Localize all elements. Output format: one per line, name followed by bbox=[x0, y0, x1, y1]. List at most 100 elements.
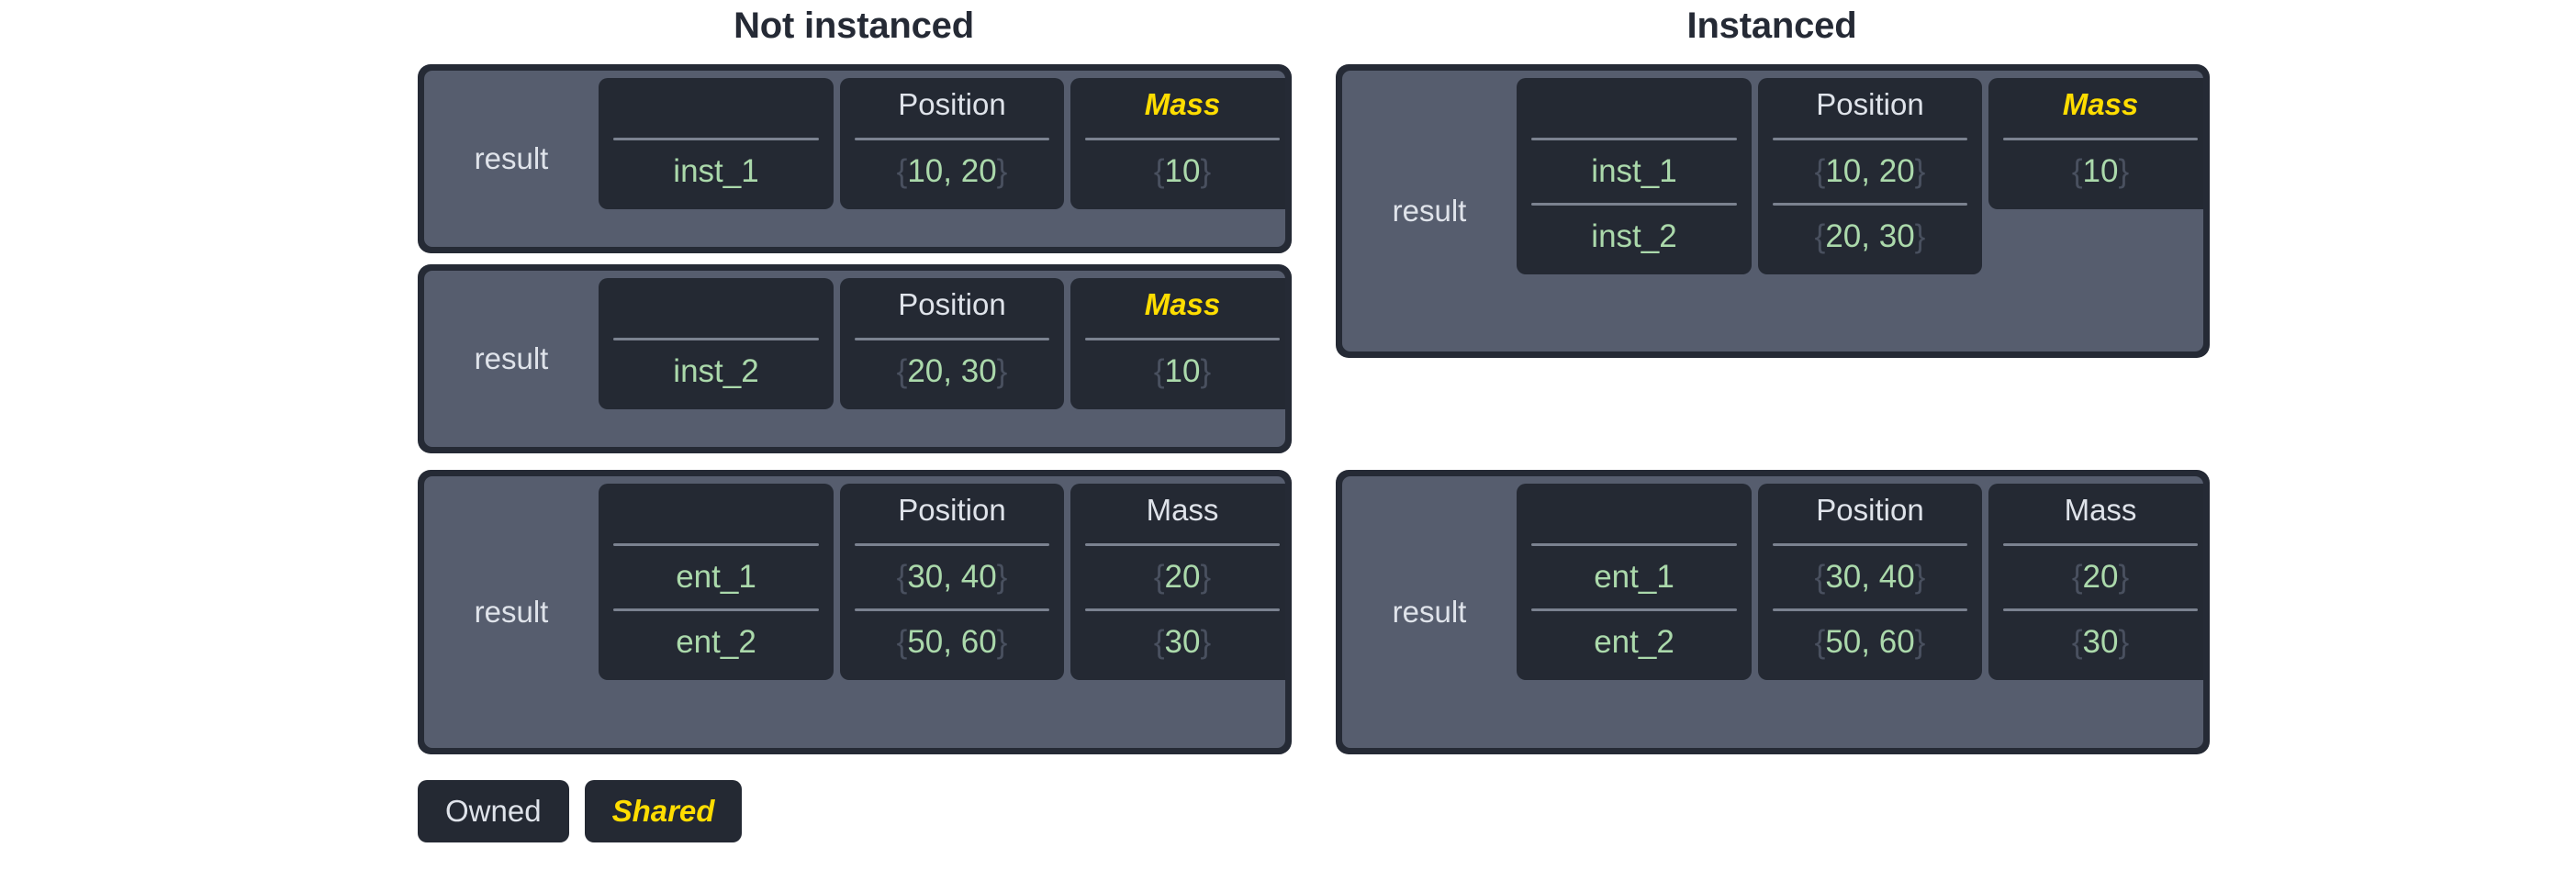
result-label: result bbox=[474, 595, 549, 629]
column-position: Position {20, 30} bbox=[840, 278, 1064, 409]
column-title-instanced: Instanced bbox=[1686, 6, 1857, 46]
cell-mass: {30} bbox=[1153, 624, 1212, 660]
legend: Owned Shared bbox=[418, 780, 743, 842]
cell-mass: {10} bbox=[2071, 153, 2130, 189]
column-title-not-instanced: Not instanced bbox=[734, 6, 974, 46]
header-rule bbox=[2003, 543, 2198, 546]
header-rule bbox=[855, 338, 1049, 340]
cell-mass: {10} bbox=[1153, 153, 1212, 189]
table-not-instanced-1: result inst_1 Position {10, 20} Mass {10… bbox=[418, 64, 1292, 253]
column-header-mass: Mass bbox=[1146, 493, 1219, 527]
table-columns: ent_1 ent_2 Position {30, 40} {50, 60} M… bbox=[1517, 476, 2203, 748]
header-rule bbox=[613, 543, 819, 546]
table-panel: result inst_1 inst_2 Position {10, 20} {… bbox=[1342, 71, 2203, 351]
column-header-name bbox=[611, 484, 821, 537]
cell-position: {30, 40} bbox=[896, 559, 1008, 595]
cell-name: inst_1 bbox=[673, 153, 759, 189]
column-mass-shared: Mass {10} bbox=[1988, 78, 2203, 209]
table-panel: result inst_1 Position {10, 20} Mass {10… bbox=[424, 71, 1285, 247]
table-columns: inst_1 inst_2 Position {10, 20} {20, 30}… bbox=[1517, 71, 2203, 351]
table-panel: result ent_1 ent_2 Position {30, 40} {50… bbox=[424, 476, 1285, 748]
cell-name: inst_2 bbox=[673, 353, 759, 389]
table-columns: ent_1 ent_2 Position {30, 40} {50, 60} M… bbox=[599, 476, 1285, 748]
cell-position: {20, 30} bbox=[1814, 218, 1926, 254]
result-label: result bbox=[1392, 194, 1467, 228]
column-mass: Mass {20} {30} bbox=[1070, 484, 1285, 680]
cell-mass: {30} bbox=[2071, 624, 2130, 660]
result-label: result bbox=[474, 341, 549, 375]
header-rule bbox=[1773, 543, 1967, 546]
column-mass: Mass {20} {30} bbox=[1988, 484, 2203, 680]
column-position: Position {30, 40} {50, 60} bbox=[1758, 484, 1982, 680]
column-header-name bbox=[611, 78, 821, 131]
column-name: inst_1 inst_2 bbox=[1517, 78, 1752, 274]
column-header-position: Position bbox=[898, 87, 1006, 121]
column-header-position: Position bbox=[898, 493, 1006, 527]
legend-item-shared: Shared bbox=[584, 780, 743, 842]
header-rule bbox=[1085, 338, 1280, 340]
column-name: ent_1 ent_2 bbox=[1517, 484, 1752, 680]
column-header-position: Position bbox=[1816, 493, 1924, 527]
table-columns: inst_2 Position {20, 30} Mass {10} bbox=[599, 271, 1285, 447]
column-header-position: Position bbox=[1816, 87, 1924, 121]
table-not-instanced-3: result ent_1 ent_2 Position {30, 40} {50… bbox=[418, 470, 1292, 754]
header-rule bbox=[1773, 138, 1967, 140]
table-panel: result inst_2 Position {20, 30} Mass {10… bbox=[424, 271, 1285, 447]
header-rule bbox=[1531, 543, 1737, 546]
row-rule bbox=[2003, 608, 2198, 611]
header-rule bbox=[1531, 138, 1737, 140]
column-position: Position {10, 20} bbox=[840, 78, 1064, 209]
table-instanced-1: result inst_1 inst_2 Position {10, 20} {… bbox=[1336, 64, 2210, 358]
cell-mass: {20} bbox=[1153, 559, 1212, 595]
header-rule bbox=[1085, 543, 1280, 546]
cell-position: {30, 40} bbox=[1814, 559, 1926, 595]
column-header-mass: Mass bbox=[2064, 493, 2137, 527]
header-rule bbox=[855, 138, 1049, 140]
row-rule bbox=[613, 608, 819, 611]
column-name: ent_1 ent_2 bbox=[599, 484, 834, 680]
header-rule bbox=[855, 543, 1049, 546]
cell-position: {10, 20} bbox=[896, 153, 1008, 189]
header-rule bbox=[613, 138, 819, 140]
column-header-name bbox=[611, 278, 821, 331]
cell-mass: {10} bbox=[1153, 353, 1212, 389]
cell-position: {10, 20} bbox=[1814, 153, 1926, 189]
cell-name: ent_1 bbox=[676, 559, 756, 595]
table-not-instanced-2: result inst_2 Position {20, 30} Mass {10… bbox=[418, 264, 1292, 453]
column-header-mass: Mass bbox=[1144, 87, 1221, 121]
row-rule bbox=[1531, 203, 1737, 206]
column-header-name bbox=[1529, 484, 1739, 537]
cell-name: ent_2 bbox=[676, 624, 756, 660]
column-header-mass: Mass bbox=[2062, 87, 2139, 121]
column-position: Position {30, 40} {50, 60} bbox=[840, 484, 1064, 680]
column-header-name bbox=[1529, 78, 1739, 131]
column-header-mass: Mass bbox=[1144, 287, 1221, 321]
result-label: result bbox=[1392, 595, 1467, 629]
header-rule bbox=[613, 338, 819, 340]
column-mass: Mass {10} bbox=[1070, 278, 1285, 409]
cell-name: inst_2 bbox=[1591, 218, 1677, 254]
row-rule bbox=[1085, 608, 1280, 611]
legend-item-owned: Owned bbox=[418, 780, 569, 842]
cell-name: inst_1 bbox=[1591, 153, 1677, 189]
cell-name: ent_1 bbox=[1594, 559, 1674, 595]
cell-name: ent_2 bbox=[1594, 624, 1674, 660]
cell-position: {20, 30} bbox=[896, 353, 1008, 389]
cell-position: {50, 60} bbox=[896, 624, 1008, 660]
table-instanced-2: result ent_1 ent_2 Position {30, 40} {50… bbox=[1336, 470, 2210, 754]
row-rule bbox=[1773, 608, 1967, 611]
header-rule bbox=[1085, 138, 1280, 140]
cell-mass: {20} bbox=[2071, 559, 2130, 595]
column-name: inst_1 bbox=[599, 78, 834, 209]
table-columns: inst_1 Position {10, 20} Mass {10} bbox=[599, 71, 1285, 247]
row-rule bbox=[1531, 608, 1737, 611]
cell-position: {50, 60} bbox=[1814, 624, 1926, 660]
column-mass: Mass {10} bbox=[1070, 78, 1285, 209]
header-rule bbox=[2003, 138, 2198, 140]
column-header-position: Position bbox=[898, 287, 1006, 321]
table-panel: result ent_1 ent_2 Position {30, 40} {50… bbox=[1342, 476, 2203, 748]
column-name: inst_2 bbox=[599, 278, 834, 409]
row-rule bbox=[855, 608, 1049, 611]
row-rule bbox=[1773, 203, 1967, 206]
column-position: Position {10, 20} {20, 30} bbox=[1758, 78, 1982, 274]
